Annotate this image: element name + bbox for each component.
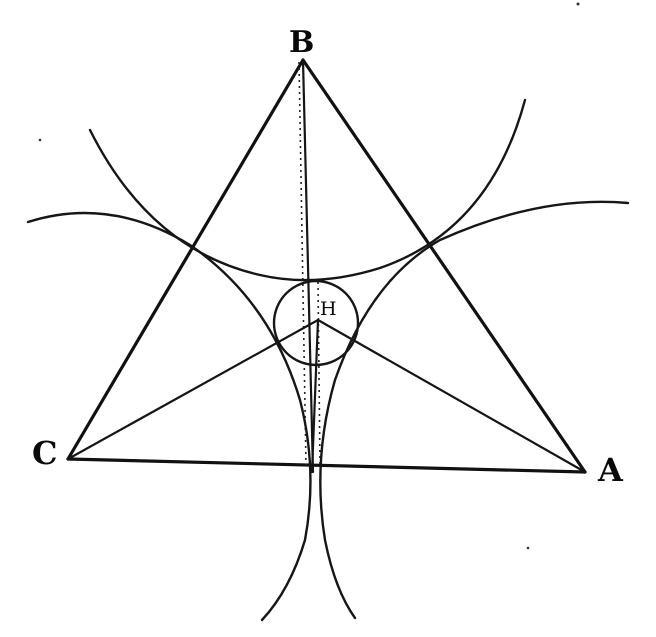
arc-centered-a [319,200,630,620]
arc-centered-b [88,98,527,282]
side-ba [301,58,587,474]
side-bc [66,58,305,461]
label-c: C [32,434,57,472]
altitude-b-solid [301,58,315,474]
label-b: B [289,25,314,60]
speck [526,546,530,550]
speck [38,138,42,142]
arc-centered-c [26,211,312,622]
speck [576,2,580,6]
segment-center-down [310,318,320,474]
altitude-b-dotted [298,61,307,466]
side-ca [66,457,587,474]
label-a: A [597,451,624,489]
segment-a-center [316,318,587,474]
altitude-h-dotted [317,281,321,467]
segment-c-center [66,318,320,461]
label-h: H [320,298,337,320]
